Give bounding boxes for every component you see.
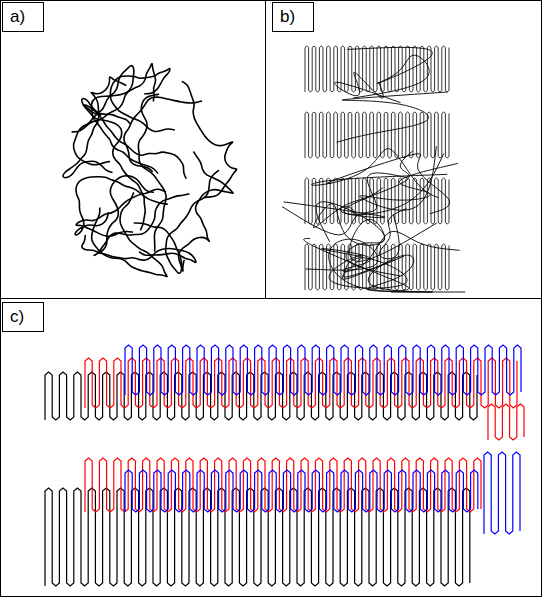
lamella — [305, 112, 449, 158]
lamella — [305, 46, 449, 92]
panel-label: c) — [2, 302, 44, 332]
lamellar-stacks — [282, 46, 465, 292]
panel-label: b) — [272, 2, 314, 32]
folded-chain — [125, 345, 521, 395]
panel-letter: a) — [10, 7, 43, 27]
chain-segment — [72, 66, 134, 165]
chain-segment — [179, 151, 234, 271]
chain-segment — [138, 94, 166, 252]
chain-segment — [82, 235, 196, 262]
folded-chain — [85, 458, 481, 512]
folded-chain — [85, 358, 517, 408]
chain-segment — [94, 176, 189, 256]
panel-label: a) — [2, 2, 44, 32]
chain-segment — [63, 77, 126, 178]
random-coil — [63, 64, 237, 277]
lamella — [305, 244, 449, 290]
chain-segment — [134, 170, 219, 273]
chain-segment — [182, 81, 237, 197]
folded-chain — [45, 372, 477, 420]
folded-chain — [484, 452, 520, 534]
amorphous-chain — [367, 255, 465, 292]
folded-chain — [488, 404, 524, 440]
chain-segment — [124, 97, 202, 172]
panel-divider — [0, 298, 542, 299]
panel-letter: b) — [280, 7, 313, 27]
chain-segment — [82, 99, 145, 231]
chain-segment — [110, 69, 175, 132]
lamella — [305, 178, 449, 224]
amorphous-chain — [321, 231, 459, 271]
panel-letter: c) — [10, 307, 43, 327]
folded-chain — [125, 470, 478, 512]
amorphous-chain — [347, 47, 432, 98]
folded-chains — [45, 345, 524, 586]
panel-divider — [265, 0, 266, 298]
